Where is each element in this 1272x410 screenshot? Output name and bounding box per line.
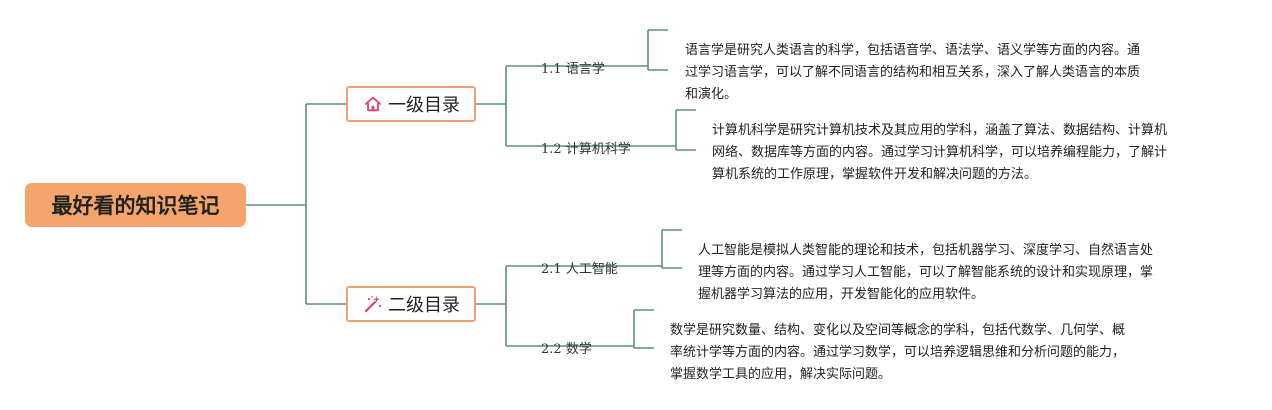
description-line: 网络、数据库等方面的内容。通过学习计算机科学，可以培养编程能力，了解计 — [712, 145, 1168, 160]
connector-root — [246, 103, 346, 305]
house-icon — [362, 93, 384, 115]
description-line: 握机器学习算法的应用，开发智能化的应用软件。 — [698, 287, 985, 302]
description-line: 率统计学等方面的内容。通过学习数学，可以培养逻辑思维和分析问题的能力， — [670, 345, 1126, 360]
bracket-1 — [618, 29, 668, 71]
description-line: 过学习语言学，可以了解不同语言的结构和相互关系，深入了解人类语言的本质 — [685, 65, 1141, 80]
topic-title: 语言学 — [565, 62, 605, 77]
level1-node-2[interactable]: 二级目录 — [346, 286, 476, 322]
description-line: 掌握数学工具的应用，解决实际问题。 — [670, 367, 892, 382]
level1-node-1[interactable]: 一级目录 — [346, 86, 476, 122]
description-line: 理等方面的内容。通过学习人工智能，可以了解智能系统的设计和实现原理，掌 — [698, 265, 1154, 280]
level1-label: 二级目录 — [388, 295, 460, 316]
description-line: 数学是研究数量、结构、变化以及空间等概念的学科，包括代数学、几何学、概 — [670, 323, 1126, 338]
topic-2-2[interactable]: 2.2 数学 — [541, 338, 592, 357]
topic-1-1[interactable]: 1.1 语言学 — [541, 58, 605, 77]
topic-title: 计算机科学 — [565, 142, 631, 157]
topic-title: 人工智能 — [565, 262, 618, 277]
description-line: 语言学是研究人类语言的科学，包括语音学、语法学、语义学等方面的内容。通 — [685, 43, 1141, 58]
description-line: 人工智能是模拟人类智能的理论和技术，包括机器学习、深度学习、自然语言处 — [698, 243, 1154, 258]
connector-l1-1 — [476, 65, 528, 147]
root-node[interactable]: 最好看的知识笔记 — [25, 183, 246, 227]
topic-1-2[interactable]: 1.2 计算机科学 — [541, 138, 631, 157]
topic-1-1-description: 语言学是研究人类语言的科学，包括语音学、语法学、语义学等方面的内容。通 过学习语… — [685, 40, 1140, 106]
magic-wand-icon — [362, 293, 384, 315]
topic-number: 2.1 — [541, 262, 562, 277]
description-line: 算机系统的工作原理，掌握软件开发和解决问题的方法。 — [712, 167, 1038, 182]
topic-1-2-description: 计算机科学是研究计算机技术及其应用的学科，涵盖了算法、数据结构、计算机 网络、数… — [712, 120, 1167, 186]
topic-2-2-description: 数学是研究数量、结构、变化以及空间等概念的学科，包括代数学、几何学、概 率统计学… — [670, 320, 1125, 386]
connector-l1-2 — [476, 265, 528, 347]
topic-number: 1.2 — [541, 142, 562, 157]
topic-underline — [528, 65, 646, 347]
topic-number: 2.2 — [541, 342, 562, 357]
topic-title: 数学 — [565, 342, 592, 357]
description-line: 和演化。 — [685, 87, 738, 102]
topic-2-1-description: 人工智能是模拟人类智能的理论和技术，包括机器学习、深度学习、自然语言处 理等方面… — [698, 240, 1153, 306]
level1-label: 一级目录 — [388, 95, 460, 116]
topic-2-1[interactable]: 2.1 人工智能 — [541, 258, 618, 277]
description-line: 计算机科学是研究计算机技术及其应用的学科，涵盖了算法、数据结构、计算机 — [712, 123, 1168, 138]
bracket-3 — [630, 229, 682, 269]
topic-number: 1.1 — [541, 62, 562, 77]
root-label: 最好看的知识笔记 — [51, 194, 220, 218]
bracket-4 — [600, 309, 654, 349]
bracket-2 — [646, 109, 696, 151]
